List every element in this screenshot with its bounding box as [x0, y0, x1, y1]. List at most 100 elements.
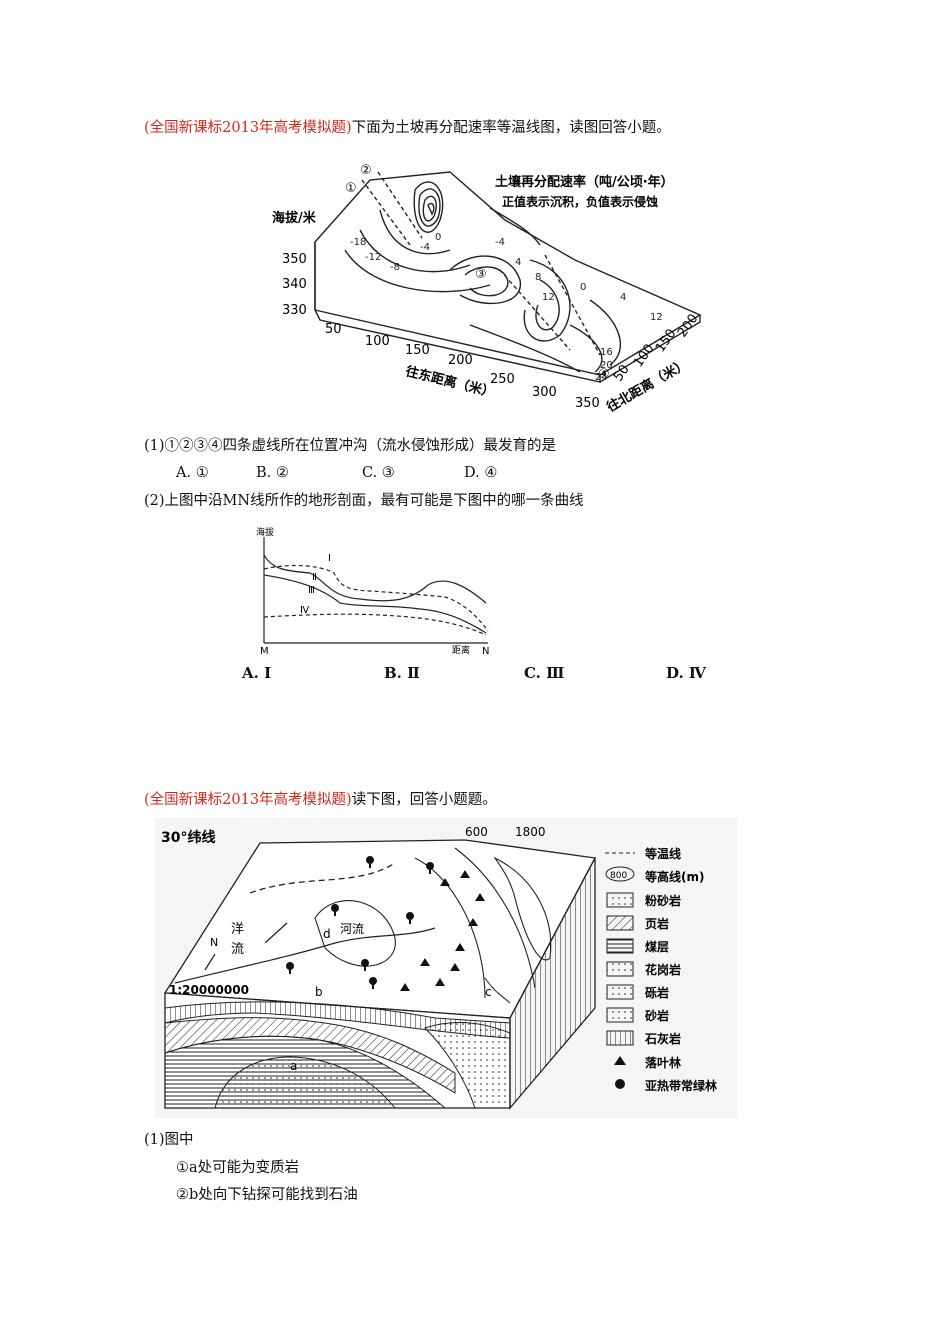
marker-3: ③ — [475, 267, 487, 282]
contour-label: 24 — [595, 372, 608, 383]
q1-sub2-stem: (2)上图中沿MN线所作的地形剖面，最有可能是下图中的哪一条曲线 — [144, 493, 584, 509]
q1-sub1-option-c[interactable]: C. ③ — [362, 465, 395, 481]
legend-label: 亚热带常绿林 — [645, 1078, 717, 1093]
coal-icon — [606, 938, 634, 954]
contour-label: 0 — [435, 232, 441, 243]
contour-label: 0 — [580, 282, 586, 293]
legend-label: 等高线(m) — [644, 869, 704, 884]
legend-label: 砂岩 — [644, 1008, 669, 1023]
limestone-icon — [606, 1030, 634, 1046]
q1-source: (全国新课标2013年高考模拟题) — [144, 120, 352, 136]
y-tick: 340 — [282, 277, 307, 292]
north-tick: 50 — [611, 362, 633, 384]
point-c: c — [485, 985, 492, 999]
river-label: 河流 — [340, 922, 364, 936]
evergreen-tree-icon — [615, 1079, 625, 1089]
q2-source: (全国新课标2013年高考模拟题) — [144, 792, 352, 808]
legend-label: 等温线 — [644, 846, 681, 861]
legend-label: 落叶林 — [645, 1055, 681, 1070]
contour-label: -18 — [350, 237, 366, 248]
q2-sub1-item-2: ②b处向下钻探可能找到石油 — [176, 1187, 358, 1203]
east-axis-label: 往东距离（米） — [404, 363, 496, 401]
q1-sub2-option-d[interactable]: D. Ⅳ — [666, 664, 706, 682]
sandstone-icon — [606, 1007, 634, 1023]
q1-sub1-option-b[interactable]: B. ② — [256, 465, 289, 481]
q1-sub2-option-c[interactable]: C. Ⅲ — [524, 664, 565, 682]
q2-heading: (全国新课标2013年高考模拟题)读下图，回答小题题。 — [144, 790, 497, 810]
profile-xlabel: 距离 — [452, 644, 470, 656]
latitude-label: 30°纬线 — [161, 829, 215, 846]
siltstone-icon — [606, 892, 634, 908]
contour-label: -4 — [495, 237, 505, 248]
contour-label: -8 — [390, 262, 400, 273]
legend: 等温线 800 等高线(m) 粉砂岩 页岩 煤层 花岗岩 砾岩 砂岩 石灰岩 落… — [605, 846, 717, 1093]
contour-label: 12 — [650, 312, 663, 323]
q1-sub2-option-a[interactable]: A. Ⅰ — [242, 664, 272, 682]
legend-contour-value: 800 — [610, 871, 627, 881]
q1-sub1-option-d[interactable]: D. ④ — [464, 465, 498, 481]
contour-icon — [605, 866, 635, 882]
deciduous-tree-icon — [614, 1056, 626, 1065]
y-axis-label: 海拔/米 — [272, 210, 317, 226]
profile-start: M — [260, 646, 269, 657]
legend-label: 粉砂岩 — [645, 893, 681, 908]
east-tick: 250 — [490, 372, 515, 387]
contour-label: 4 — [515, 257, 521, 268]
east-tick: 200 — [448, 353, 473, 368]
contour-label: 12 — [542, 292, 555, 303]
q1-sub1-stem: (1)①②③④四条虚线所在位置冲沟（流水侵蚀形成）最发育的是 — [144, 438, 557, 454]
q1-heading: (全国新课标2013年高考模拟题)下面为土坡再分配速率等温线图，读图回答小题。 — [144, 118, 671, 138]
y-tick: 330 — [282, 303, 307, 318]
scale-label: 1:20000000 — [169, 983, 249, 997]
east-tick: 300 — [532, 385, 557, 400]
profile-ylabel: 海拔 — [256, 526, 274, 538]
legend-label: 页岩 — [645, 916, 669, 931]
legend-label: 石灰岩 — [644, 1031, 681, 1046]
profile-end: N — [482, 646, 489, 657]
marker-2: ② — [360, 163, 372, 178]
legend-label: 花岗岩 — [645, 962, 681, 977]
contour-label: 4 — [620, 292, 626, 303]
east-tick: 150 — [405, 343, 430, 358]
point-a: a — [290, 1059, 297, 1073]
point-d: d — [323, 927, 331, 941]
map-note: 正值表示沉积，负值表示侵蚀 — [502, 194, 658, 209]
marker-4: ④ — [598, 367, 610, 382]
granite-icon — [606, 961, 634, 977]
conglomerate-icon — [606, 984, 634, 1000]
q1-intro: 下面为土坡再分配速率等温线图，读图回答小题。 — [351, 120, 671, 136]
curve-label: Ⅳ — [300, 605, 310, 616]
contour-label: 16 — [600, 347, 613, 358]
point-b: b — [315, 985, 323, 999]
contour-label: -4 — [420, 242, 430, 253]
shale-icon — [606, 915, 634, 931]
contour-label: -12 — [365, 252, 381, 263]
q2-sub1-item-1: ①a处可能为变质岩 — [176, 1160, 300, 1176]
contour-label: 8 — [535, 272, 541, 283]
current-label-1: 洋 — [231, 922, 244, 937]
curve-label: Ⅱ — [312, 572, 317, 583]
east-tick: 50 — [325, 322, 342, 337]
curve-label: Ⅰ — [328, 553, 331, 564]
q1-sub2-option-b[interactable]: B. Ⅱ — [384, 664, 420, 682]
map-title: 土壤再分配速率（吨/公顷·年） — [495, 174, 674, 190]
soil-redistribution-map: ① ② ③ ④ -18 -12 -8 -4 0 -4 4 8 12 16 20 … — [272, 163, 702, 415]
q1-sub1-option-a[interactable]: A. ① — [176, 465, 209, 481]
north-label: N — [210, 936, 218, 949]
contour-label: 20 — [600, 360, 613, 371]
marker-1: ① — [345, 181, 357, 196]
current-arrow-icon — [264, 922, 288, 944]
y-tick: 350 — [282, 252, 307, 267]
contour-600: 600 — [465, 825, 488, 839]
east-tick: 350 — [575, 396, 600, 411]
legend-label: 煤层 — [645, 939, 669, 954]
curve-label: Ⅲ — [308, 585, 315, 596]
east-tick: 100 — [365, 334, 390, 349]
q2-sub1-stem: (1)图中 — [144, 1132, 194, 1148]
geology-block-diagram: 30°纬线 1:20000000 N 洋 流 河流 d b a c 600 18… — [155, 818, 737, 1118]
north-arrow-icon — [204, 953, 216, 971]
contour-1800: 1800 — [515, 825, 546, 839]
current-label-2: 流 — [231, 942, 244, 957]
terrain-profile-figure: 海拔 距离 M N Ⅰ Ⅱ Ⅲ Ⅳ — [256, 526, 489, 657]
legend-label: 砾岩 — [645, 985, 669, 1000]
